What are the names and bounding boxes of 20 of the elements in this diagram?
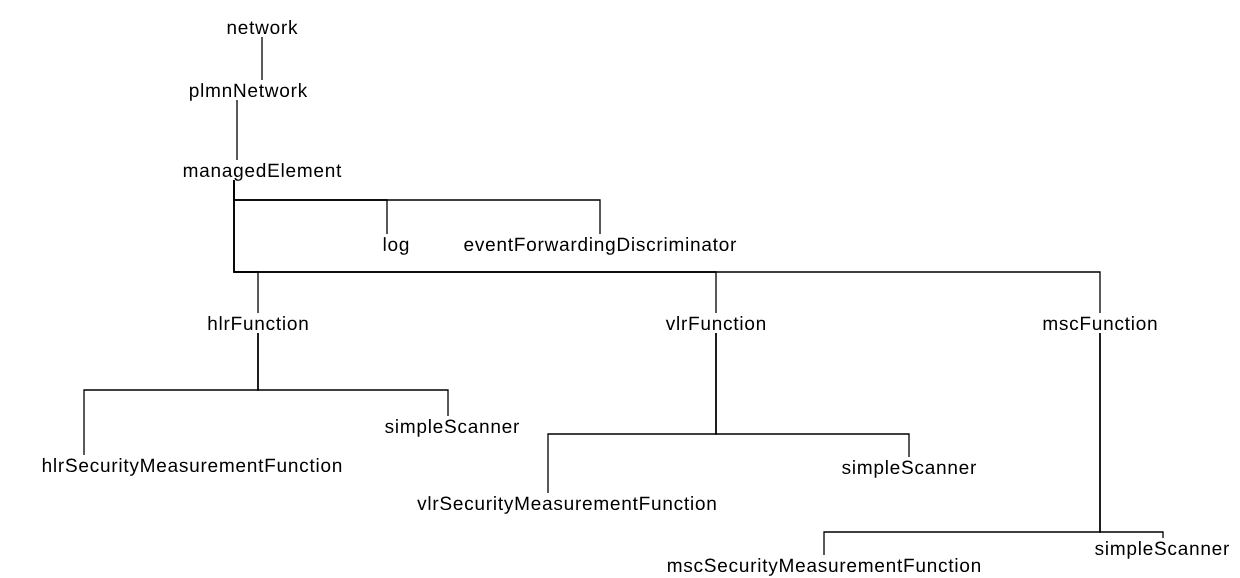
node-label: simpleScanner — [1095, 541, 1230, 559]
node-label: eventForwardingDiscriminator — [464, 237, 737, 255]
node-label: simpleScanner — [842, 460, 977, 478]
node-label: simpleScanner — [385, 419, 520, 437]
tree-line — [715, 332, 910, 458]
node-label: managedElement — [183, 163, 342, 181]
node-label: network — [227, 20, 298, 35]
node-label: plmnNetwork — [190, 83, 308, 101]
node-label: log — [383, 237, 409, 255]
tree-line — [1099, 332, 1164, 539]
node-label: mscSecurityMeasurementFunction — [668, 558, 980, 576]
node-label: vlrFunction — [665, 316, 765, 331]
node-label: hlrSecurityMeasurementFunction — [42, 458, 342, 476]
tree-line — [233, 179, 1101, 314]
node-label: mscFunction — [1043, 316, 1157, 331]
tree-line — [257, 332, 449, 417]
node-label: hlrFunction — [208, 316, 308, 331]
tree-line — [261, 36, 263, 81]
node-label: vlrSecurityMeasurementFunction — [417, 496, 716, 514]
tree-line — [236, 99, 238, 161]
